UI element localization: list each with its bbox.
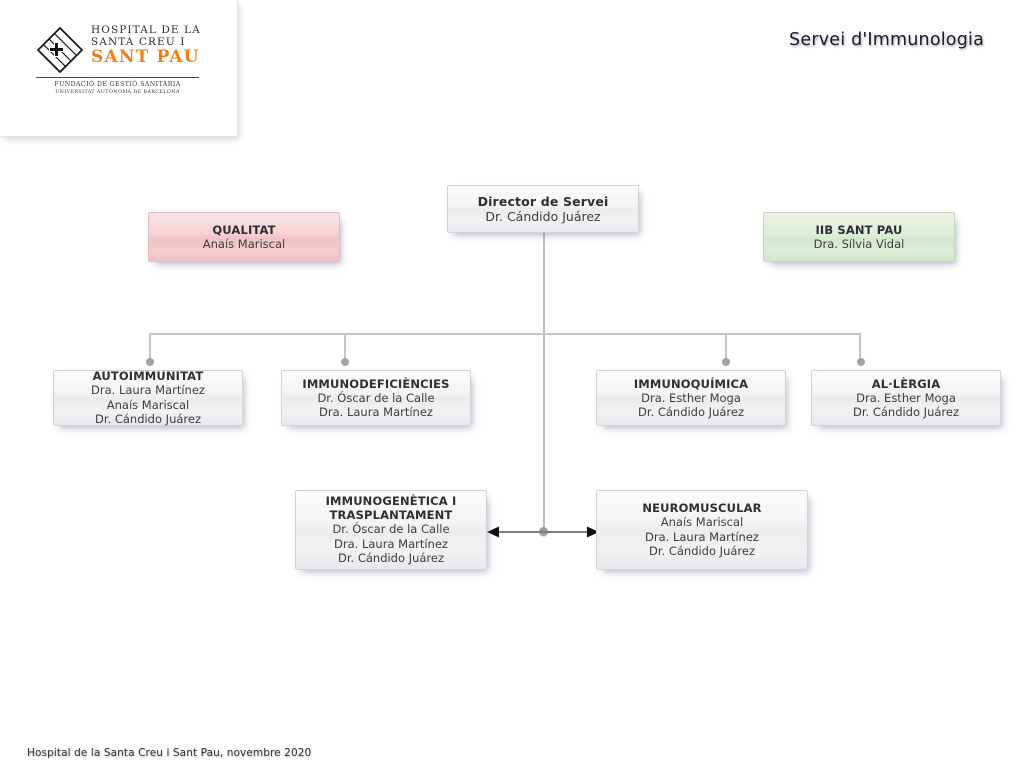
node-autoimmunitat[interactable]: AUTOIMMUNITAT Dra. Laura Martínez Anaís … <box>53 369 243 427</box>
node-person: Dra. Laura Martínez <box>334 536 448 551</box>
connector-dot-immunoquimica <box>722 358 730 366</box>
node-person: Dr. Cándido Juárez <box>852 405 959 419</box>
node-immunoquimica[interactable]: IMMUNOQUÍMICA Dra. Esther Moga Dr. Cándi… <box>596 370 786 426</box>
node-qualitat[interactable]: QUALITAT Anaís Mariscal <box>148 212 340 262</box>
logo-subtitle-1: FUNDACIÓ DE GESTIÓ SANITÀRIA <box>54 81 181 88</box>
node-title-line-2: TRASPLANTAMENT <box>329 508 453 523</box>
node-person: Dra. Laura Martínez <box>91 383 205 398</box>
node-immunodeficiencies[interactable]: IMMUNODEFICIÈNCIES Dr. Óscar de la Calle… <box>281 370 471 426</box>
node-iib-sant-pau[interactable]: IIB SANT PAU Dra. Sílvia Vidal <box>763 212 955 262</box>
node-person: Dr. Óscar de la Calle <box>332 522 450 537</box>
sant-pau-cross-shield-icon <box>36 26 84 74</box>
node-person: Dr. Óscar de la Calle <box>317 390 435 405</box>
node-director-de-servei[interactable]: Director de Servei Dr. Cándido Juárez <box>447 185 639 233</box>
node-title: IMMUNODEFICIÈNCIES <box>302 376 450 391</box>
page-title: Servei d'Immunologia <box>789 30 984 50</box>
node-person: Dr. Cándido Juárez <box>485 208 601 224</box>
node-person: Anaís Mariscal <box>202 236 286 251</box>
logo-line-2: SANTA CREU I <box>91 35 186 48</box>
node-person: Dr. Cándido Juárez <box>637 405 744 419</box>
node-title: IMMUNOQUÍMICA <box>633 376 749 391</box>
connector-trunk-vertical <box>543 232 545 532</box>
node-title: AL·LÈRGIA <box>871 376 941 391</box>
logo-subtitle-2: UNIVERSITAT AUTÒNOMA DE BARCELONA <box>55 89 180 95</box>
node-person: Dr. Cándido Juárez <box>648 544 755 559</box>
node-person: Dra. Esther Moga <box>641 390 741 405</box>
logo-line-3: SANT PAU <box>91 47 200 67</box>
hospital-logo-panel: HOSPITAL DE LA SANTA CREU I SANT PAU FUN… <box>0 0 238 137</box>
connector-dot-immunodeficiencies <box>341 358 349 366</box>
bidirectional-link-arrow <box>487 524 599 540</box>
node-person: Dr. Cándido Juárez <box>337 551 444 566</box>
logo-line-1: HOSPITAL DE LA <box>91 24 201 36</box>
node-title: IIB SANT PAU <box>815 222 903 237</box>
node-title-line-1: IMMUNOGENÈTICA I <box>325 494 457 509</box>
connector-drop-immunodeficiencies <box>344 333 346 361</box>
node-person: Dra. Sílvia Vidal <box>813 236 905 251</box>
connector-horizontal-bus <box>149 333 861 361</box>
node-title: Director de Servei <box>477 193 609 209</box>
connector-drop-immunoquimica <box>725 333 727 361</box>
node-person: Dra. Laura Martínez <box>645 529 759 544</box>
hospital-logo: HOSPITAL DE LA SANTA CREU I SANT PAU FUN… <box>36 24 201 96</box>
node-person: Anaís Mariscal <box>106 397 190 412</box>
connector-dot-al-lergia <box>857 358 865 366</box>
logo-divider <box>36 77 199 78</box>
node-immunogenetica-i-trasplantament[interactable]: IMMUNOGENÈTICA I TRASPLANTAMENT Dr. Ósca… <box>295 490 487 570</box>
node-al-lergia[interactable]: AL·LÈRGIA Dra. Esther Moga Dr. Cándido J… <box>811 370 1001 426</box>
node-person: Dra. Laura Martínez <box>319 405 433 419</box>
node-person: Dra. Esther Moga <box>856 390 956 405</box>
node-title-line-1: NEUROMUSCULAR <box>642 501 762 516</box>
node-neuromuscular[interactable]: NEUROMUSCULAR Anaís Mariscal Dra. Laura … <box>596 490 808 570</box>
node-person: Anaís Mariscal <box>660 515 744 530</box>
footer-text: Hospital de la Santa Creu i Sant Pau, no… <box>27 747 312 759</box>
node-title: AUTOIMMUNITAT <box>92 369 204 384</box>
node-title: QUALITAT <box>212 222 276 237</box>
node-person: Dr. Cándido Juárez <box>94 412 201 427</box>
connector-dot-autoimmunitat <box>146 358 154 366</box>
